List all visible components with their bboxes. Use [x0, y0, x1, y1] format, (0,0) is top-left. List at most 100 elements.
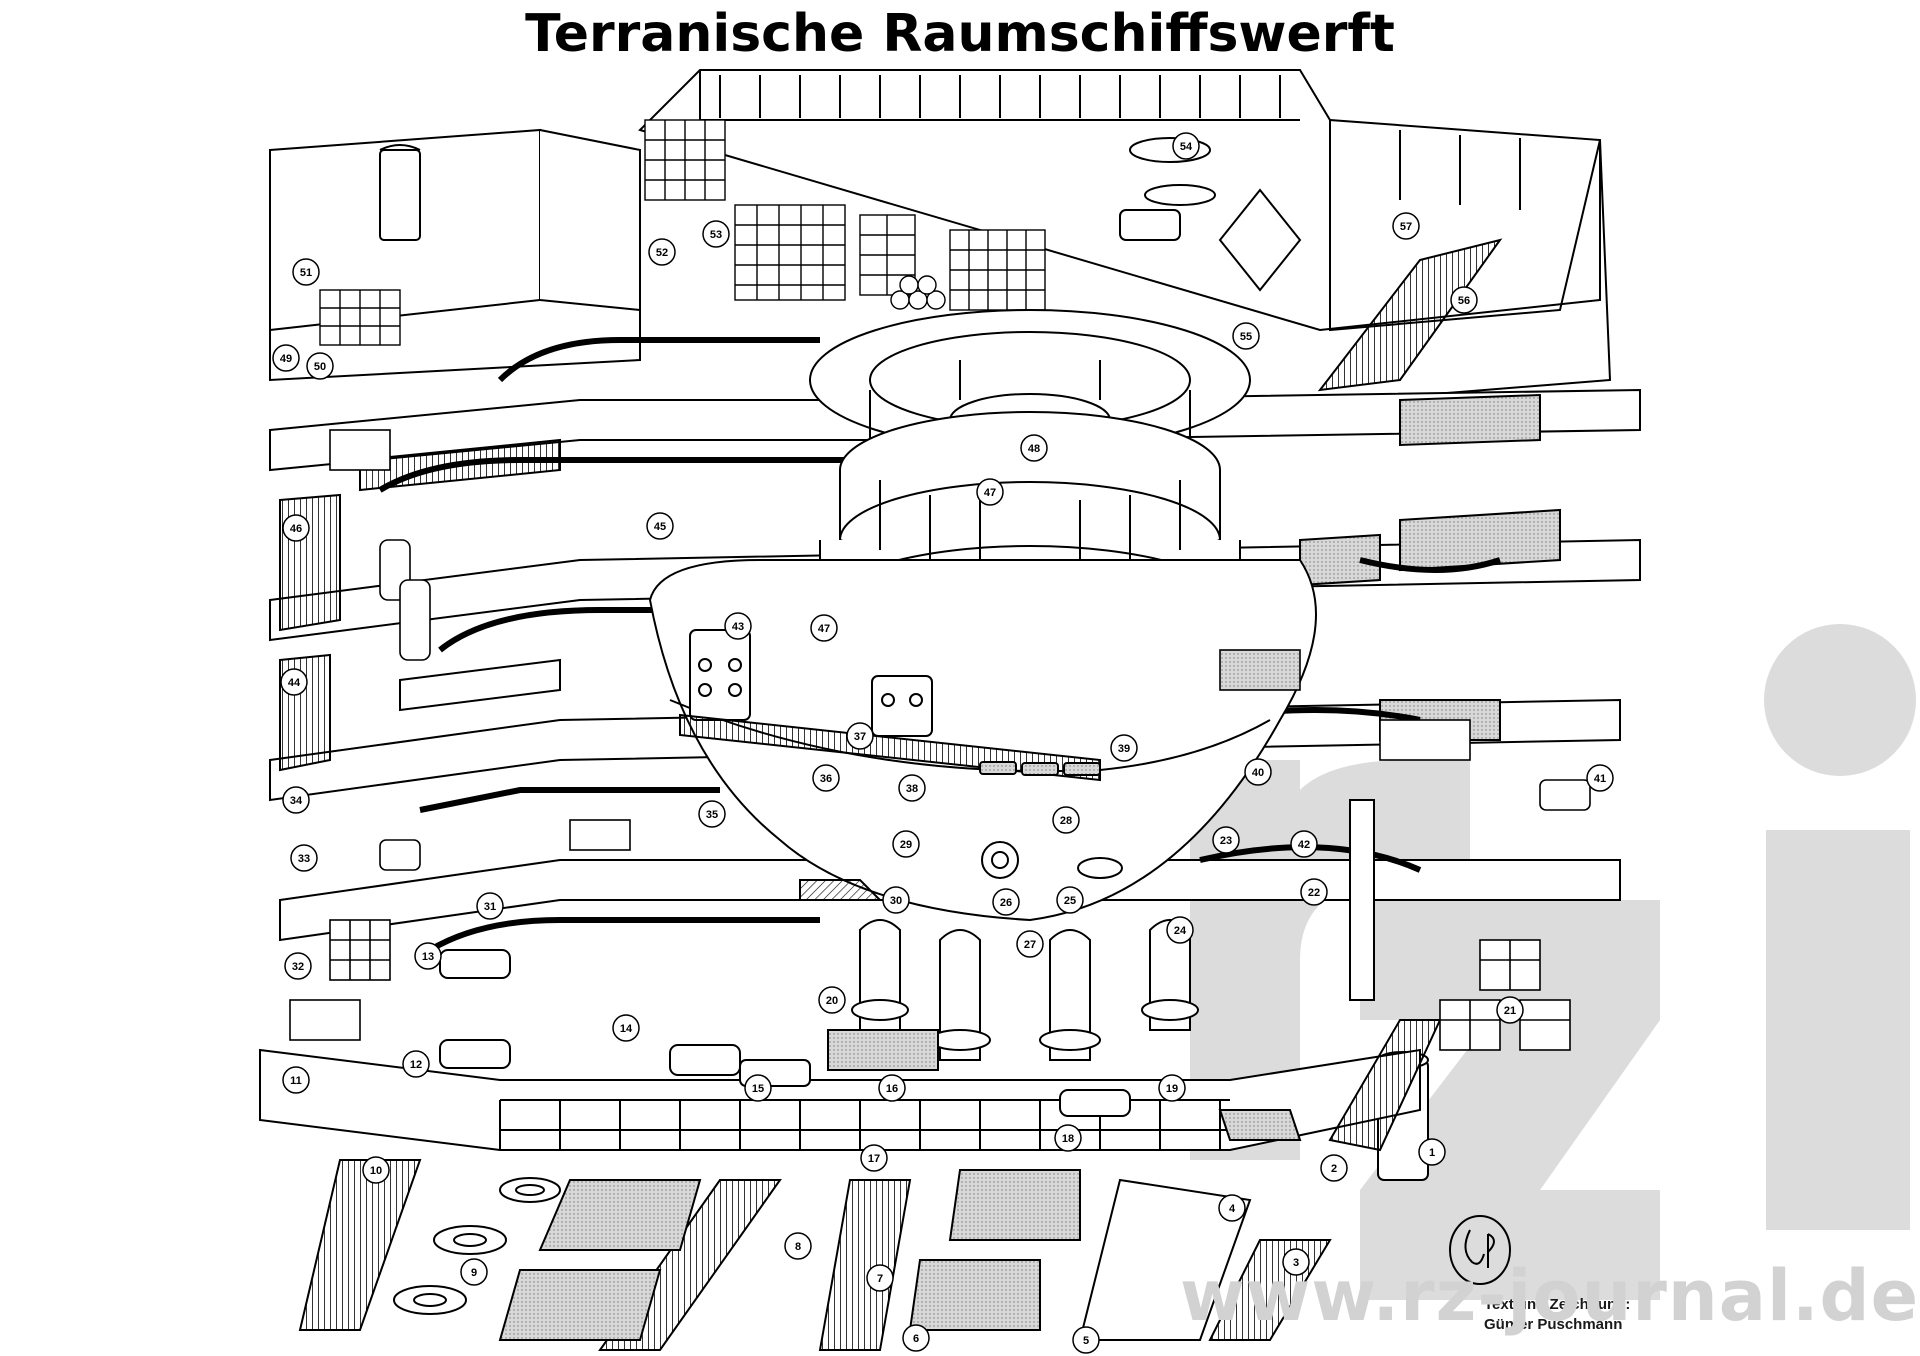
callout-57: 57 — [1392, 212, 1420, 240]
svg-text:1: 1 — [1429, 1147, 1435, 1159]
callout-3: 3 — [1282, 1248, 1310, 1276]
callout-41: 41 — [1586, 764, 1614, 792]
callout-44: 44 — [280, 668, 308, 696]
svg-text:32: 32 — [292, 961, 304, 973]
callout-55: 55 — [1232, 322, 1260, 350]
credits-line-1: Text und Zeichnung: — [1484, 1296, 1631, 1313]
svg-text:13: 13 — [422, 951, 434, 963]
page-title: Terranische Raumschiffswerft — [525, 4, 1395, 64]
callout-12: 12 — [402, 1050, 430, 1078]
callout-18: 18 — [1054, 1124, 1082, 1152]
svg-text:34: 34 — [290, 795, 303, 807]
svg-text:29: 29 — [900, 839, 912, 851]
callout-16: 16 — [878, 1074, 906, 1102]
svg-text:53: 53 — [710, 229, 722, 241]
cargo-crates — [319, 119, 1046, 346]
svg-text:42: 42 — [1298, 839, 1310, 851]
callout-43: 43 — [724, 612, 752, 640]
svg-text:4: 4 — [1229, 1203, 1236, 1215]
svg-text:48: 48 — [1028, 443, 1040, 455]
credits-line-2: Günter Puschmann — [1484, 1316, 1623, 1333]
callout-10: 10 — [362, 1156, 390, 1184]
callout-42: 42 — [1290, 830, 1318, 858]
callout-22: 22 — [1300, 878, 1328, 906]
svg-text:18: 18 — [1062, 1133, 1074, 1145]
watermark-url: www.rz-journal.de — [1180, 1255, 1920, 1337]
svg-text:47: 47 — [818, 623, 830, 635]
svg-text:56: 56 — [1458, 295, 1470, 307]
callout-11: 11 — [282, 1066, 310, 1094]
svg-text:26: 26 — [1000, 897, 1012, 909]
svg-text:33: 33 — [298, 853, 310, 865]
svg-text:57: 57 — [1400, 221, 1412, 233]
svg-text:3: 3 — [1293, 1257, 1299, 1269]
svg-text:20: 20 — [826, 995, 838, 1007]
svg-text:31: 31 — [484, 901, 496, 913]
svg-text:43: 43 — [732, 621, 744, 633]
svg-text:23: 23 — [1220, 835, 1232, 847]
svg-text:6: 6 — [913, 1333, 919, 1345]
callout-48: 48 — [1020, 434, 1048, 462]
svg-text:22: 22 — [1308, 887, 1320, 899]
callout-17: 17 — [860, 1144, 888, 1172]
callout-37: 37 — [846, 722, 874, 750]
callout-20: 20 — [818, 986, 846, 1014]
svg-text:50: 50 — [314, 361, 326, 373]
svg-text:49: 49 — [280, 353, 292, 365]
svg-text:17: 17 — [868, 1153, 880, 1165]
svg-text:12: 12 — [410, 1059, 422, 1071]
callout-49: 49 — [272, 344, 300, 372]
callout-50: 50 — [306, 352, 334, 380]
callout-54: 54 — [1172, 132, 1200, 160]
artist-signature — [1449, 1215, 1511, 1285]
callout-45: 45 — [646, 512, 674, 540]
callout-56: 56 — [1450, 286, 1478, 314]
callout-21: 21 — [1496, 996, 1524, 1024]
svg-text:2: 2 — [1331, 1163, 1337, 1175]
callout-34: 34 — [282, 786, 310, 814]
callout-23: 23 — [1212, 826, 1240, 854]
callout-33: 33 — [290, 844, 318, 872]
callout-9: 9 — [460, 1258, 488, 1286]
callout-38: 38 — [898, 774, 926, 802]
callout-24: 24 — [1166, 916, 1194, 944]
svg-text:27: 27 — [1024, 939, 1036, 951]
callout-6: 6 — [902, 1324, 930, 1352]
svg-text:11: 11 — [290, 1075, 302, 1087]
svg-text:38: 38 — [906, 783, 918, 795]
callout-36: 36 — [812, 764, 840, 792]
svg-text:24: 24 — [1174, 925, 1187, 937]
callout-8: 8 — [784, 1232, 812, 1260]
walkways — [378, 337, 1501, 953]
svg-text:54: 54 — [1180, 141, 1193, 153]
callout-46: 46 — [282, 514, 310, 542]
callout-47: 47 — [810, 614, 838, 642]
svg-text:39: 39 — [1118, 743, 1130, 755]
callout-15: 15 — [744, 1074, 772, 1102]
svg-text:46: 46 — [290, 523, 302, 535]
callout-2: 2 — [1320, 1154, 1348, 1182]
callout-53: 53 — [702, 220, 730, 248]
callout-35: 35 — [698, 800, 726, 828]
svg-text:55: 55 — [1240, 331, 1252, 343]
left-side-machinery — [289, 429, 631, 1041]
svg-text:44: 44 — [288, 677, 301, 689]
svg-text:9: 9 — [471, 1267, 477, 1279]
central-command-tower — [648, 309, 1317, 922]
callout-52: 52 — [648, 238, 676, 266]
callout-27: 27 — [1016, 930, 1044, 958]
callout-51: 51 — [292, 258, 320, 286]
svg-text:52: 52 — [656, 247, 668, 259]
callout-39: 39 — [1110, 734, 1138, 762]
svg-text:25: 25 — [1064, 895, 1076, 907]
callout-40: 40 — [1244, 758, 1272, 786]
right-side-machinery — [1219, 649, 1591, 1051]
svg-text:47: 47 — [984, 487, 996, 499]
callout-47: 47 — [976, 478, 1004, 506]
svg-text:40: 40 — [1252, 767, 1264, 779]
callout-31: 31 — [476, 892, 504, 920]
upper-hangar-structure — [269, 69, 1612, 401]
svg-text:36: 36 — [820, 773, 832, 785]
